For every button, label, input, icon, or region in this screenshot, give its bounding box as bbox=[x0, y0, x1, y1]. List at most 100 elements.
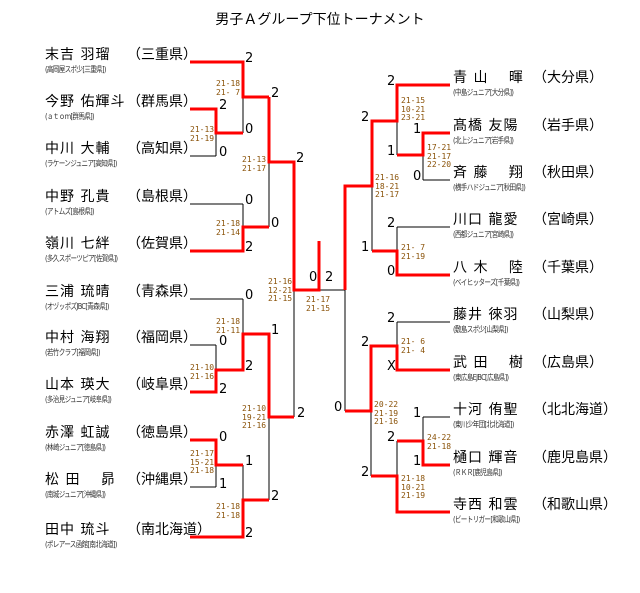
player-name: 田中 琉斗 bbox=[45, 522, 111, 538]
player-prefecture: （北北海道） bbox=[533, 402, 617, 418]
player-prefecture: （秋田県） bbox=[533, 165, 603, 181]
match-score: 1 bbox=[387, 144, 396, 159]
player-name: 今野 佑輝斗 bbox=[45, 94, 126, 110]
player-name: 末吉 羽瑠 bbox=[45, 47, 111, 63]
game-scores: 21-13 21-17 bbox=[242, 155, 267, 173]
player-club: (東広島EJBC[広島県]) bbox=[453, 373, 509, 382]
player-prefecture: （岐阜県） bbox=[127, 377, 197, 393]
player-prefecture: （島根県） bbox=[127, 189, 197, 205]
player-club: (林崎ジュニア[徳島県]) bbox=[45, 443, 106, 452]
player-name: 赤澤 虹誠 bbox=[45, 425, 111, 441]
player-club: (ポレアース函館[南北海道]) bbox=[45, 540, 117, 549]
match-score: 2 bbox=[271, 86, 280, 101]
player-prefecture: （南北海道） bbox=[127, 522, 211, 538]
player-prefecture: （岩手県） bbox=[533, 118, 603, 134]
match-score: 1 bbox=[413, 122, 422, 137]
player-name: 寺西 和雲 bbox=[453, 497, 519, 513]
game-scores: 21- 7 21-19 bbox=[401, 243, 426, 261]
match-score: 2 bbox=[297, 406, 306, 421]
player-club: (ａｔｏｍ[群馬県]) bbox=[45, 112, 95, 121]
match-score: 2 bbox=[296, 151, 305, 166]
match-score: 2 bbox=[245, 359, 254, 374]
game-scores: 21-10 19-21 21-16 bbox=[242, 404, 267, 430]
match-score: 2 bbox=[245, 526, 254, 541]
player-name: 斉 藤 翔 bbox=[453, 165, 524, 181]
player-name: 藤井 徠羽 bbox=[453, 307, 519, 323]
game-scores: 21-17 21-15 bbox=[306, 295, 331, 313]
player-club: (横手ハドジュニア[秋田県]) bbox=[453, 183, 526, 192]
match-score: 1 bbox=[271, 323, 280, 338]
player-prefecture: （三重県） bbox=[127, 47, 197, 63]
match-score: 0 bbox=[334, 400, 343, 415]
player-club: (ＲＫＲ[鹿児島県]) bbox=[453, 468, 503, 477]
match-score: 2 bbox=[219, 98, 228, 113]
game-scores: 21-18 21- 7 bbox=[216, 79, 241, 97]
match-score: 1 bbox=[413, 454, 422, 469]
player-club: (ラケーンジュニア[高知県]) bbox=[45, 159, 117, 168]
match-score: 2 bbox=[271, 489, 280, 504]
game-scores: 21-13 21-19 bbox=[190, 125, 215, 143]
player-prefecture: （群馬県） bbox=[127, 94, 197, 110]
player-prefecture: （鹿児島県） bbox=[533, 450, 617, 466]
match-score: 2 bbox=[219, 382, 228, 397]
player-club: (高岡屋スポ少[三重県]) bbox=[45, 65, 106, 74]
player-name: 嶺川 七絆 bbox=[45, 236, 111, 252]
player-club: (オヅッポズJBC[青森県]) bbox=[45, 302, 109, 311]
player-club: (中島ジュニア[大分県]) bbox=[453, 88, 514, 97]
match-score: 0 bbox=[309, 270, 318, 285]
player-prefecture: （和歌山県） bbox=[533, 497, 617, 513]
player-club: (多久スポーツピア[佐賀県]) bbox=[45, 254, 118, 263]
game-scores: 17-21 21-17 22-20 bbox=[427, 143, 452, 169]
match-score: 0 bbox=[245, 288, 254, 303]
match-score: 2 bbox=[387, 74, 396, 89]
match-score: 0 bbox=[219, 430, 228, 445]
player-club: (東川少年団[北北海道]) bbox=[453, 420, 514, 429]
player-club: (若竹クラブ[福岡県]) bbox=[45, 348, 101, 357]
match-score: 2 bbox=[361, 465, 370, 480]
player-club: (西都ジュニア[宮崎県]) bbox=[453, 230, 514, 239]
game-scores: 21-18 21-11 bbox=[216, 317, 241, 335]
player-prefecture: （佐賀県） bbox=[127, 236, 197, 252]
match-score: 2 bbox=[245, 240, 254, 255]
game-scores: 21-16 12-21 21-15 bbox=[268, 277, 293, 303]
match-score: 0 bbox=[245, 193, 254, 208]
player-name: 八 木 陸 bbox=[453, 260, 524, 276]
match-score: 0 bbox=[387, 264, 396, 279]
player-club: (ビートリガー[和歌山県]) bbox=[453, 515, 520, 524]
player-name: 中川 大輔 bbox=[45, 141, 111, 157]
player-prefecture: （千葉県） bbox=[533, 260, 603, 276]
match-score: 0 bbox=[413, 169, 422, 184]
player-club: (敷島スポ少[山梨県]) bbox=[453, 325, 509, 334]
match-score: 0 bbox=[219, 145, 228, 160]
player-prefecture: （宮崎県） bbox=[533, 212, 603, 228]
bracket-winner-lines bbox=[190, 60, 450, 539]
game-scores: 21-18 21-14 bbox=[216, 219, 241, 237]
player-club: (ベイヒッターズ[千葉県]) bbox=[453, 278, 520, 287]
player-name: 樋口 輝音 bbox=[453, 450, 519, 466]
game-scores: 21-16 18-21 21-17 bbox=[375, 173, 400, 199]
match-score: 0 bbox=[271, 216, 280, 231]
match-score: 1 bbox=[219, 477, 228, 492]
player-name: 髙橋 友陽 bbox=[453, 118, 519, 134]
match-score: 0 bbox=[219, 334, 228, 349]
game-scores: 21-18 21-18 bbox=[216, 502, 241, 520]
player-club: (多治見ジュニア[岐阜県]) bbox=[45, 395, 112, 404]
match-score: X bbox=[387, 359, 396, 374]
player-name: 三浦 琉晴 bbox=[45, 284, 111, 300]
game-scores: 21- 6 21- 4 bbox=[401, 337, 426, 355]
match-score: 1 bbox=[361, 240, 370, 255]
game-scores: 21-18 10-21 21-19 bbox=[401, 474, 426, 500]
player-prefecture: （福岡県） bbox=[127, 330, 197, 346]
match-score: 2 bbox=[361, 110, 370, 125]
player-prefecture: （大分県） bbox=[533, 70, 603, 86]
player-club: (北上ジュニア[岩手県]) bbox=[453, 136, 514, 145]
player-prefecture: （山梨県） bbox=[533, 307, 603, 323]
player-name: 中野 孔貴 bbox=[45, 189, 111, 205]
match-score: 1 bbox=[413, 406, 422, 421]
player-name: 川口 龍愛 bbox=[453, 212, 519, 228]
player-club: (アトムズ[島根県]) bbox=[45, 207, 95, 216]
game-scores: 20-22 21-19 21-16 bbox=[374, 400, 399, 426]
game-scores: 21-10 21-16 bbox=[190, 363, 215, 381]
